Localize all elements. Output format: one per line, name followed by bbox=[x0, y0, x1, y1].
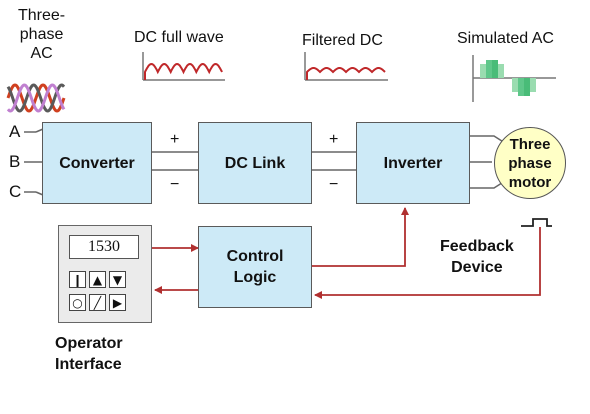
slash-icon-key[interactable]: ╱ bbox=[89, 294, 106, 311]
phase-b-wave bbox=[6, 83, 66, 113]
feedback-sensor-icon bbox=[521, 218, 552, 227]
three-phase-ac-title: Three- phase AC bbox=[18, 7, 66, 62]
simulated-ac-label: Simulated AC bbox=[457, 30, 554, 47]
plus-sign-right: + bbox=[329, 131, 339, 148]
simulated-ac-graph bbox=[472, 55, 556, 102]
input-phase-lines bbox=[24, 128, 44, 196]
phase-c-label: C bbox=[9, 182, 22, 201]
dc-full-wave-graph bbox=[142, 52, 225, 81]
minus-sign-left: − bbox=[170, 176, 180, 193]
circle-icon-key[interactable]: ○ bbox=[69, 294, 86, 311]
inverter-block: Inverter bbox=[356, 122, 470, 204]
dc-bus-lines bbox=[152, 151, 356, 171]
filtered-dc-graph bbox=[304, 52, 388, 81]
three-phase-motor: Three phase motor bbox=[494, 127, 566, 199]
operator-interface-panel: 1530 ❙▲▼ ○╱▶ bbox=[58, 225, 152, 323]
operator-interface-label: Operator Interface bbox=[55, 335, 123, 373]
filtered-dc-label: Filtered DC bbox=[302, 32, 383, 49]
up-arrow-icon-key[interactable]: ▲ bbox=[89, 271, 106, 288]
play-icon-key[interactable]: ▶ bbox=[109, 294, 126, 311]
down-arrow-icon-key[interactable]: ▼ bbox=[109, 271, 126, 288]
dc-link-block: DC Link bbox=[198, 122, 312, 204]
dc-full-wave-label: DC full wave bbox=[134, 29, 224, 46]
converter-block: Converter bbox=[42, 122, 152, 204]
minus-sign-right: − bbox=[329, 176, 339, 193]
three-phase-waves bbox=[6, 83, 66, 113]
filtered-dc-trace bbox=[306, 67, 386, 80]
stop-icon-key[interactable]: ❙ bbox=[69, 271, 86, 288]
full-wave-trace bbox=[144, 62, 223, 80]
plus-sign-left: + bbox=[170, 131, 180, 148]
control-logic-block: Control Logic bbox=[198, 226, 312, 308]
phase-a-wave bbox=[6, 83, 66, 113]
phase-b-label: B bbox=[9, 152, 21, 171]
feedback-device-label: Feedback Device bbox=[440, 238, 514, 276]
speed-display: 1530 bbox=[69, 235, 139, 259]
control-signal-lines bbox=[152, 207, 541, 299]
phase-c-wave bbox=[6, 83, 66, 113]
phase-a-label: A bbox=[9, 122, 21, 141]
